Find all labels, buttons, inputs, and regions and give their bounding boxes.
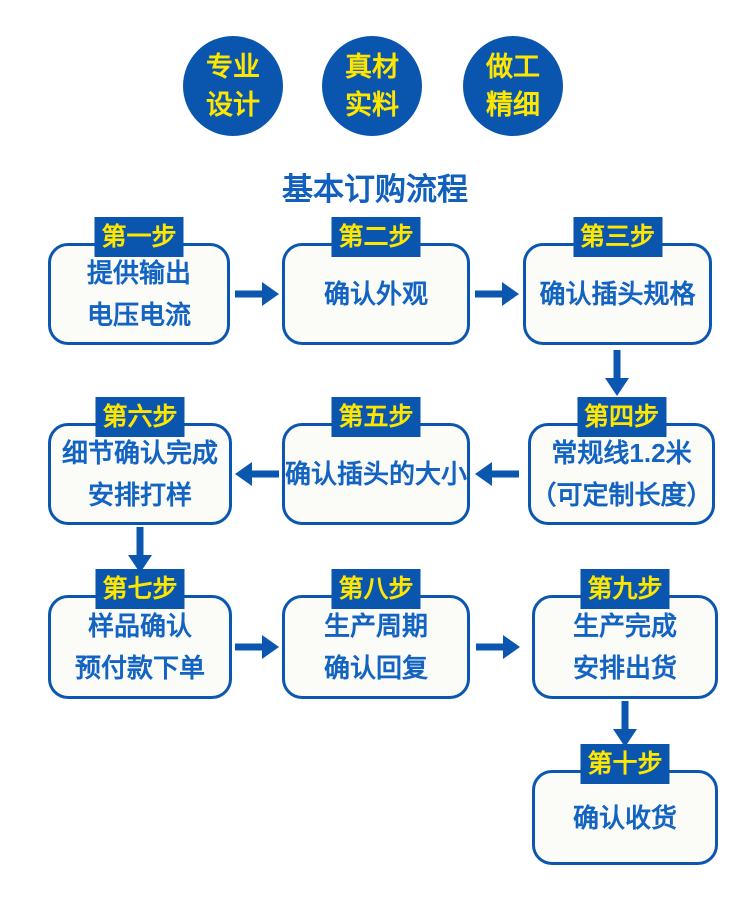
step-box-7: 第七步 样品确认 预付款下单 [48, 569, 232, 699]
step-box-3: 第三步 确认插头规格 [523, 217, 712, 345]
step-box-4: 第四步 常规线1.2米 （可定制长度） [528, 397, 715, 525]
feature-badge-line: 实料 [345, 90, 399, 120]
arrow-step8-to-step9-right-icon [476, 633, 520, 661]
step-box-8: 第八步 生产周期 确认回复 [282, 569, 470, 699]
step-text-line: 常规线1.2米 [551, 438, 692, 468]
step-10-badge: 第十步 [580, 744, 670, 784]
step-box-6: 第六步 细节确认完成 安排打样 [48, 397, 232, 525]
page-title: 基本订购流程 [282, 172, 468, 207]
step-text-line: （可定制长度） [530, 480, 713, 510]
arrow-step5-to-step6-left-icon [235, 460, 279, 488]
feature-badge-line: 专业 [206, 52, 260, 82]
feature-badge-line: 设计 [206, 90, 260, 120]
step-text-line: 确认插头的大小 [285, 459, 468, 489]
step-box-10: 第十步 确认收货 [532, 744, 718, 865]
arrow-step1-to-step2-right-icon [235, 280, 279, 308]
step-text-line: 提供输出 [86, 258, 191, 288]
arrow-step9-to-step10-down-icon [611, 701, 639, 747]
step-9-body: 生产完成 安排出货 [532, 595, 718, 699]
step-2-body: 确认外观 [282, 243, 470, 345]
step-7-body: 样品确认 预付款下单 [48, 595, 232, 699]
step-8-body: 生产周期 确认回复 [282, 595, 470, 699]
step-box-9: 第九步 生产完成 安排出货 [532, 569, 718, 699]
feature-badge-fine-workmanship: 做工 精细 [463, 36, 563, 136]
step-box-1: 第一步 提供输出 电压电流 [48, 217, 230, 345]
arrow-step7-to-step8-right-icon [235, 633, 279, 661]
step-text-line: 样品确认 [87, 611, 192, 641]
feature-badge-line: 真材 [345, 52, 399, 82]
step-1-badge: 第一步 [94, 217, 184, 257]
feature-badge-line: 做工 [486, 52, 540, 82]
step-text-line: 电压电流 [86, 300, 191, 330]
step-8-badge: 第八步 [331, 569, 421, 609]
arrow-step2-to-step3-right-icon [475, 280, 519, 308]
step-text-line: 确认插头规格 [539, 279, 696, 309]
feature-badge-line: 精细 [486, 90, 540, 120]
step-text-line: 安排出货 [572, 653, 677, 683]
step-4-badge: 第四步 [576, 397, 667, 437]
step-text-line: 确认回复 [323, 653, 428, 683]
step-box-2: 第二步 确认外观 [282, 217, 470, 345]
step-9-badge: 第九步 [580, 569, 670, 609]
step-text-line: 确认外观 [323, 279, 428, 309]
step-10-body: 确认收货 [532, 770, 718, 865]
step-2-badge: 第二步 [331, 217, 421, 257]
step-6-badge: 第六步 [95, 397, 185, 437]
step-5-body: 确认插头的大小 [282, 423, 470, 525]
step-1-body: 提供输出 电压电流 [48, 243, 230, 345]
step-box-5: 第五步 确认插头的大小 [282, 397, 470, 525]
step-text-line: 预付款下单 [74, 653, 205, 683]
step-text-line: 生产完成 [572, 611, 677, 641]
step-text-line: 细节确认完成 [61, 438, 218, 468]
feature-badge-professional-design: 专业 设计 [183, 36, 283, 136]
arrow-step6-to-step7-down-icon [126, 527, 154, 573]
step-5-badge: 第五步 [331, 397, 421, 437]
step-6-body: 细节确认完成 安排打样 [48, 423, 232, 525]
step-7-badge: 第七步 [95, 569, 185, 609]
step-text-line: 安排打样 [87, 480, 192, 510]
arrow-step4-to-step5-left-icon [475, 460, 519, 488]
step-text-line: 生产周期 [323, 611, 428, 641]
arrow-step3-to-step4-down-icon [603, 350, 631, 396]
feature-badge-real-materials: 真材 实料 [322, 36, 422, 136]
step-3-body: 确认插头规格 [523, 243, 712, 345]
step-4-body: 常规线1.2米 （可定制长度） [528, 423, 715, 525]
step-text-line: 确认收货 [572, 802, 677, 833]
step-3-badge: 第三步 [572, 217, 663, 257]
